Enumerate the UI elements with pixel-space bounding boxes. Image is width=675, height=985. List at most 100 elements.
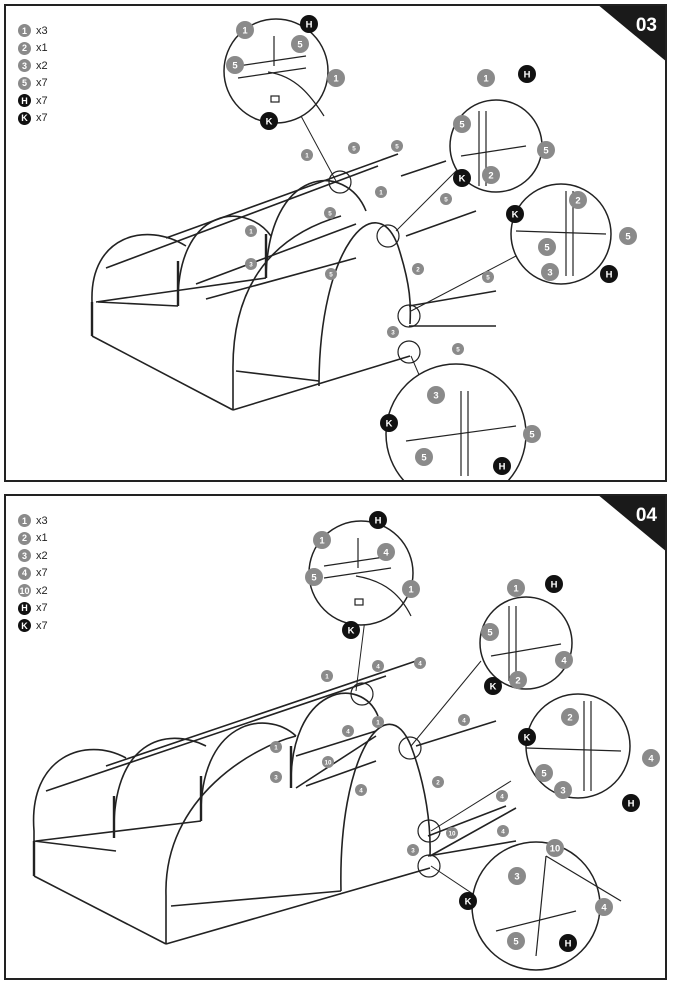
part-marker: [391, 140, 403, 152]
part-marker: [245, 258, 257, 270]
hardware-marker-label: H: [375, 515, 382, 526]
hardware-marker-label: K: [386, 418, 393, 429]
part-marker-label: 3: [560, 785, 565, 796]
legend-qty: x7: [36, 567, 48, 580]
part-marker: [301, 149, 313, 161]
part-marker: [342, 725, 354, 737]
part-marker: [554, 781, 572, 799]
part-marker-label: 3: [391, 329, 395, 336]
part-marker: [270, 771, 282, 783]
part-marker: [226, 56, 244, 74]
part-marker-label: 3: [411, 847, 415, 854]
part-marker: [321, 670, 333, 682]
part-marker-label: 4: [648, 753, 654, 764]
part-marker-label: 5: [513, 936, 518, 947]
part-marker: [481, 623, 499, 641]
part-marker: [561, 708, 579, 726]
hardware-marker: [369, 511, 387, 529]
part-marker: [523, 425, 541, 443]
part-marker-label: 5: [328, 210, 332, 217]
part-marker-label: 1: [249, 228, 253, 235]
part-badge: 3: [18, 549, 31, 563]
part-marker-label: 10: [550, 843, 561, 854]
part-marker-label: 1: [305, 152, 309, 159]
part-marker: [236, 21, 254, 39]
part-marker: [507, 932, 525, 950]
vertical-posts: [32, 746, 293, 876]
part-marker-label: 5: [421, 452, 426, 463]
part-marker: [427, 386, 445, 404]
part-marker-label: 1: [319, 535, 324, 546]
hardware-marker-label: K: [459, 173, 466, 184]
hardware-marker: [342, 621, 360, 639]
part-marker-label: 4: [359, 787, 363, 794]
legend-qty: x1: [36, 42, 48, 55]
part-marker-label: 4: [376, 663, 380, 670]
part-badge: 3: [18, 59, 31, 73]
part-marker-label: 4: [346, 728, 350, 735]
part-marker-label: 4: [561, 655, 567, 666]
hardware-marker-label: K: [266, 116, 273, 127]
hardware-marker: [493, 457, 511, 475]
part-marker: [324, 207, 336, 219]
part-marker-label: 4: [418, 660, 422, 667]
part-marker: [348, 142, 360, 154]
part-marker-label: 2: [515, 675, 520, 686]
part-marker-label: 5: [541, 768, 546, 779]
part-badge: 1: [18, 514, 31, 528]
part-marker: [412, 263, 424, 275]
part-marker-label: 5: [395, 143, 399, 150]
part-marker-label: 5: [297, 39, 302, 50]
part-marker: [415, 448, 433, 466]
part-marker-label: 3: [433, 390, 438, 401]
part-marker-label: 4: [500, 793, 504, 800]
part-marker-label: 3: [514, 871, 519, 882]
part-marker: [642, 749, 660, 767]
hardware-marker: [622, 794, 640, 812]
part-marker-label: 4: [462, 717, 466, 724]
hardware-marker-label: H: [628, 798, 635, 809]
hardware-badge: K: [18, 619, 31, 633]
hardware-badge: H: [18, 94, 31, 108]
part-marker-label: 5: [459, 119, 464, 130]
hardware-marker-label: K: [348, 625, 355, 636]
part-badge: 1: [18, 24, 31, 38]
hardware-marker: [518, 728, 536, 746]
part-marker-label: 1: [376, 719, 380, 726]
hardware-marker: [453, 169, 471, 187]
part-marker-label: 5: [625, 231, 630, 242]
part-marker-label: 3: [274, 774, 278, 781]
greenhouse-frame: [32, 610, 517, 945]
hardware-marker: [459, 892, 477, 910]
hardware-marker: [300, 15, 318, 33]
part-marker-label: 1: [513, 583, 518, 594]
part-marker-label: 2: [416, 266, 420, 273]
part-marker: [458, 714, 470, 726]
part-marker-label: 1: [333, 73, 338, 84]
part-badge: 10: [18, 584, 31, 598]
part-marker-label: 5: [543, 145, 548, 156]
part-marker: [538, 238, 556, 256]
part-marker: [569, 191, 587, 209]
hardware-marker: [484, 677, 502, 695]
step-number: 04: [635, 505, 657, 526]
legend-qty: x7: [36, 112, 48, 125]
part-marker-label: 1: [242, 25, 247, 36]
part-marker: [535, 764, 553, 782]
part-marker: [546, 839, 564, 857]
part-marker-label: 2: [488, 170, 493, 181]
part-badge: 4: [18, 566, 31, 580]
joint-markers: [328, 170, 421, 364]
part-badge: 2: [18, 41, 31, 55]
hardware-marker: [600, 265, 618, 283]
part-marker: [245, 225, 257, 237]
hardware-marker-label: H: [499, 461, 506, 472]
